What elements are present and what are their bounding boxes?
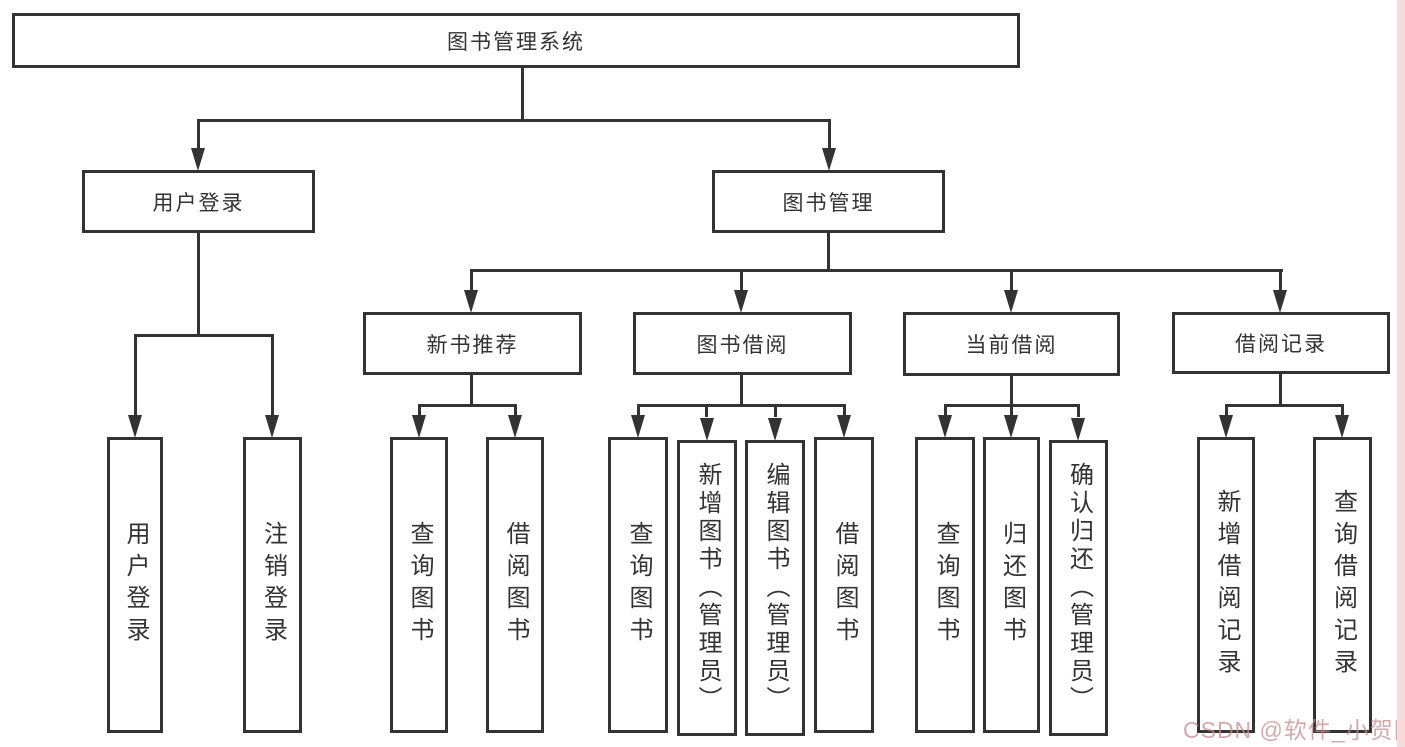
connector-segment [134,334,274,337]
leaf-borrow-book: 借阅图书 [814,437,874,733]
leaf-return-book: 归还图书 [983,437,1040,733]
connector-segment [740,269,743,292]
leaf-query-book-borrow-label: 查询图书 [625,521,652,649]
node-current-borrow-label: 当前借阅 [965,334,1058,357]
leaf-edit-book-admin-label: 编辑图书（管理员） [762,462,789,714]
arrow-down-icon [700,418,714,441]
leaf-user-login-label: 用户登录 [122,521,149,649]
arrow-down-icon [822,148,836,171]
connector-segment [514,404,517,417]
leaf-return-book-label: 归还图书 [998,521,1026,649]
leaf-user-login: 用户登录 [107,437,163,733]
leaf-query-book-recommend: 查询图书 [390,437,448,733]
arrow-down-icon [412,415,426,438]
arrow-down-icon [1219,415,1233,438]
node-book-borrow: 图书借阅 [633,312,852,375]
arrow-down-icon [191,148,205,171]
connector-segment [470,375,473,406]
arrow-down-icon [464,290,478,313]
connector-segment [418,404,421,417]
connector-segment [197,119,200,151]
arrow-down-icon [128,415,142,438]
connector-segment [637,404,640,417]
leaf-add-borrow-record: 新增借阅记录 [1197,437,1255,733]
right-edge-strip [1397,0,1405,747]
connector-segment [271,334,274,418]
connector-segment [1010,376,1013,406]
csdn-watermark: CSDN @软件_小贺同学 [1183,717,1405,743]
connector-segment [1225,404,1228,417]
arrow-down-icon [1273,290,1287,313]
connector-segment [1010,404,1013,417]
leaf-logout-label: 注销登录 [259,521,287,649]
arrow-down-icon [1335,415,1349,438]
node-new-book-recommend: 新书推荐 [363,312,582,375]
connector-segment [740,375,743,406]
connector-segment [1077,404,1080,417]
node-new-book-recommend-label: 新书推荐 [426,333,519,357]
connector-segment [637,404,846,407]
node-user-login: 用户登录 [82,170,315,233]
node-root-label: 图书管理系统 [447,30,585,54]
node-book-management: 图书管理 [712,170,945,233]
leaf-borrow-book-label: 借阅图书 [831,521,858,649]
node-current-borrow: 当前借阅 [903,312,1120,376]
arrow-down-icon [1071,418,1085,441]
arrow-down-icon [265,415,279,438]
connector-segment [774,404,777,417]
node-root: 图书管理系统 [12,13,1020,68]
connector-segment [843,404,846,417]
connector-segment [470,269,1283,272]
leaf-confirm-return-admin-label: 确认归还（管理员） [1065,462,1093,714]
leaf-confirm-return-admin: 确认归还（管理员） [1049,440,1108,736]
node-book-borrow-label: 图书借阅 [696,333,789,357]
arrow-down-icon [1004,290,1018,313]
leaf-edit-book-admin: 编辑图书（管理员） [745,440,805,736]
leaf-query-book-current-label: 查询图书 [932,521,959,649]
leaf-query-book-recommend-label: 查询图书 [406,521,433,649]
arrow-down-icon [837,415,851,438]
leaf-add-borrow-record-label: 新增借阅记录 [1213,489,1240,681]
connector-segment [197,119,831,122]
connector-segment [418,404,517,407]
leaf-query-book-current: 查询图书 [915,437,975,733]
connector-segment [828,119,831,151]
arrow-down-icon [631,415,645,438]
leaf-add-book-admin-label: 新增图书（管理员） [694,462,721,714]
connector-segment [1225,404,1344,407]
connector-segment [827,233,830,272]
node-user-login-label: 用户登录 [152,191,245,215]
connector-segment [1279,374,1282,406]
leaf-add-book-admin: 新增图书（管理员） [677,440,737,736]
arrow-down-icon [1004,415,1018,438]
leaf-query-borrow-record: 查询借阅记录 [1313,437,1372,733]
connector-segment [1279,269,1282,292]
leaf-borrow-book-recommend: 借阅图书 [486,437,544,733]
node-borrow-records-label: 借阅记录 [1235,333,1327,356]
connector-segment [1010,269,1013,292]
arrow-down-icon [938,415,952,438]
connector-segment [944,404,947,417]
connector-segment [705,404,708,417]
connector-segment [197,233,200,337]
leaf-borrow-book-recommend-label: 借阅图书 [502,521,529,649]
connector-segment [134,334,137,418]
connector-segment [521,68,524,121]
arrow-down-icon [508,415,522,438]
connector-segment [1341,404,1344,417]
node-borrow-records: 借阅记录 [1172,312,1390,374]
arrow-down-icon [734,290,748,313]
leaf-logout: 注销登录 [243,437,302,733]
leaf-query-book-borrow: 查询图书 [608,437,668,733]
leaf-query-borrow-record-label: 查询借阅记录 [1329,489,1357,681]
connector-segment [470,269,473,292]
node-book-management-label: 图书管理 [782,191,875,215]
arrow-down-icon [768,418,782,441]
